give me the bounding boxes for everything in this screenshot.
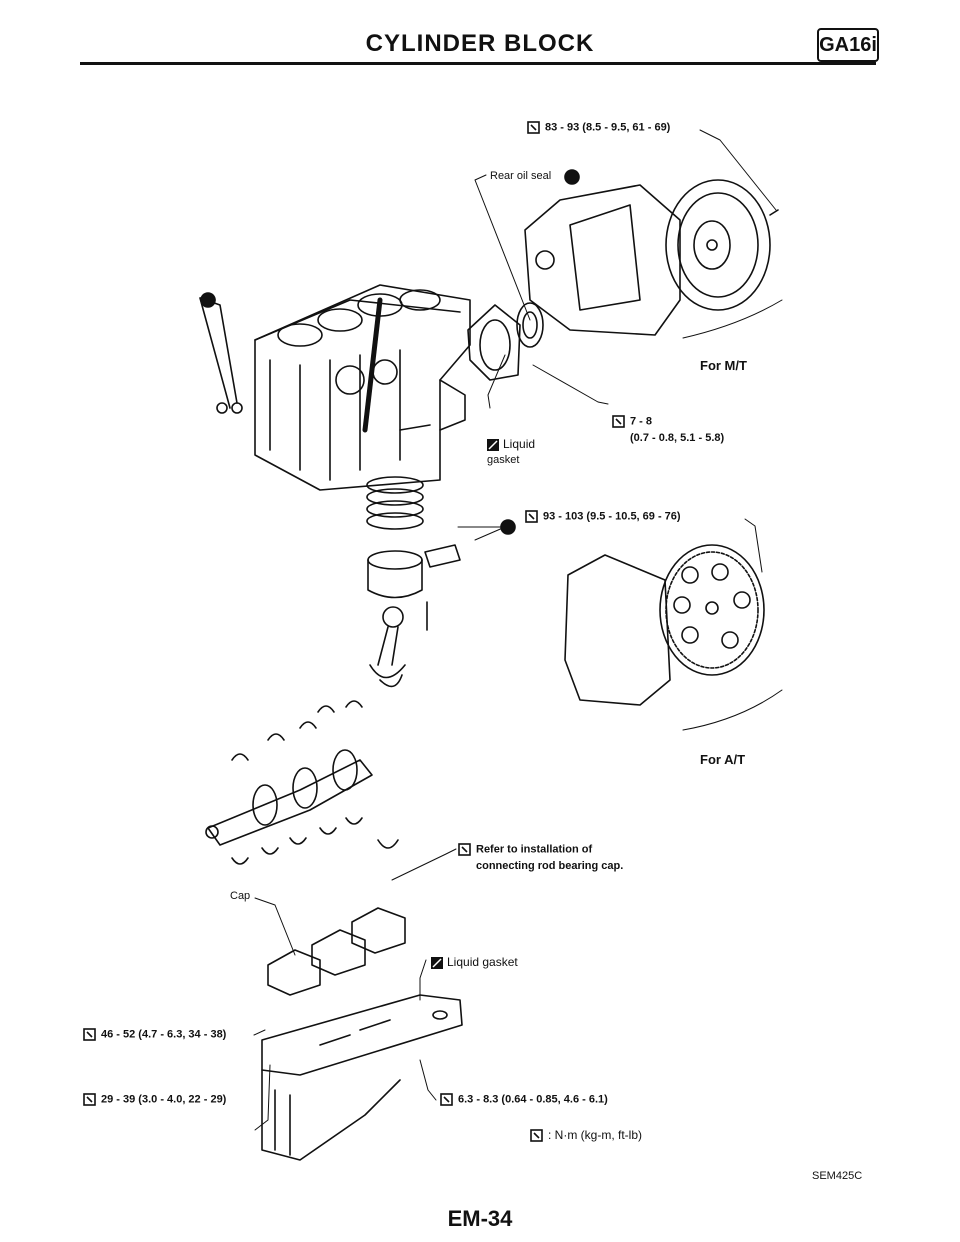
drive-plate-at [564,544,765,706]
label-liquid-gasket-rear: Liquid [486,437,535,452]
label-oil-pan-torque: 6.3 - 8.3 (0.64 - 0.85, 4.6 - 6.1) [440,1093,608,1106]
label-liquid-gasket-rear-2: gasket [487,454,520,466]
label-units-legend: : N·m (kg-m, ft-lb) [530,1128,642,1143]
label-for-mt: For M/T [700,358,747,373]
torque-wrench-icon [83,1093,96,1106]
rear-plate-mt [524,184,681,336]
page-number: EM-34 [447,1206,513,1231]
figure-reference: SEM425C [812,1170,863,1182]
torque-wrench-icon [527,121,540,134]
torque-wrench-icon [525,510,538,523]
label-main-cap-torque: 46 - 52 (4.7 - 6.3, 34 - 38) [83,1028,226,1041]
torque-wrench-icon [83,1028,96,1041]
oil-pan [261,994,463,1161]
torque-wrench-icon [458,843,471,856]
torque-wrench-icon [612,415,625,428]
leader-lines [253,129,783,1131]
label-rear-oil-seal: Rear oil seal [490,170,552,182]
label-conrod-note: Refer to installation of [458,843,592,856]
discard-marks [200,169,580,535]
crankshaft [205,749,373,846]
header-rule [80,62,876,65]
cylinder-block [254,284,471,491]
label-oil-pan-liquid-gasket: Liquid gasket [430,955,518,970]
label-drive-plate-torque: 93 - 103 (9.5 - 10.5, 69 - 76) [525,510,681,523]
torque-wrench-icon [530,1129,543,1143]
main-bearings-upper [231,700,363,761]
block-bolts [199,297,243,414]
main-bearing-caps [267,907,406,996]
label-main-bolt-torque: 29 - 39 (3.0 - 4.0, 22 - 29) [83,1093,226,1106]
piston-assembly [366,476,461,599]
page-title: CYLINDER BLOCK [365,30,595,57]
rear-oil-seal-retainer [467,302,544,381]
liquid-gasket-icon [431,956,443,969]
label-conrod-note-2: connecting rod bearing cap. [476,860,624,872]
main-bearings-lower [231,817,399,865]
label-rear-plate-torque-values: (0.7 - 0.8, 5.1 - 5.8) [630,432,725,444]
label-flywheel-torque: 83 - 93 (8.5 - 9.5, 61 - 69) [527,121,670,134]
connecting-rod [369,601,428,688]
label-for-at: For A/T [700,752,746,767]
flywheel [665,179,779,311]
label-cap: Cap [230,890,251,902]
torque-wrench-icon [440,1093,453,1106]
engine-code-badge: GA16i [817,28,879,62]
liquid-gasket-icon [487,438,499,451]
label-rear-plate-torque: 7 - 8 [612,415,652,428]
